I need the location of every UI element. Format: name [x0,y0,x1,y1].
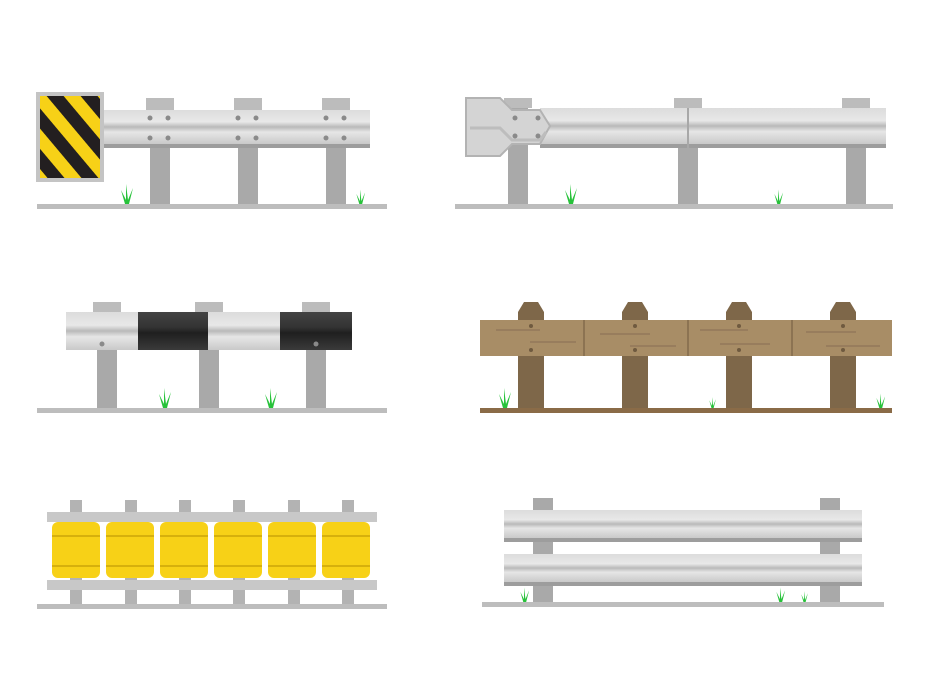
post-caps [93,302,330,312]
panel-w-beam-flared-end [455,97,893,209]
ground-line [37,204,387,209]
w-beam-rail [100,110,370,144]
grass-tuft [776,587,786,602]
wood-grain [496,329,880,347]
wooden-post-tops [518,302,856,312]
flared-end-shade [470,126,548,142]
wooden-rail-board [480,320,892,356]
post-caps [146,98,350,110]
bolts [99,341,319,347]
bolts [512,115,541,139]
panel-thrie-beam-striped [37,302,387,413]
upper-rail-shadow [504,538,862,542]
grass-tuft [565,184,577,204]
lower-rail [504,554,862,582]
bolts [529,324,845,352]
dirt-ground [480,408,892,413]
rail-shadow [100,144,370,148]
grass-tuft [356,189,366,204]
grass-tuft [520,587,530,602]
ground-line [482,602,884,607]
upper-rail [504,510,862,538]
grass-tuft [709,397,716,408]
board-joints [583,320,793,356]
rail-segment-dark [138,312,208,350]
grass-tuft [159,388,171,408]
bottom-frame-bar [47,580,377,590]
post-caps [504,98,870,108]
lower-rail-shadow [504,582,862,586]
grass-tuft [774,189,784,204]
grass-tuft [121,184,133,204]
panel-double-rail [482,498,884,607]
grass-tuft [499,388,511,408]
ground-line [455,204,893,209]
roller-bands [52,535,370,567]
grass-tuft [801,591,808,602]
yellow-rollers [52,522,370,578]
bolts [147,115,347,141]
rail-shadow [540,144,886,148]
panel-wooden-rail [480,302,892,413]
panel-w-beam-hazard-terminal [36,92,387,209]
grass-tuft [265,388,277,408]
grass-tuft [876,393,886,408]
panel-yellow-roller-barrier [37,500,387,609]
ground-line [37,604,387,609]
hazard-marker [36,92,104,182]
top-frame-bar [47,512,377,522]
ground-line [37,408,387,413]
w-beam-rail [540,108,886,144]
rail-segment-light [208,312,280,350]
